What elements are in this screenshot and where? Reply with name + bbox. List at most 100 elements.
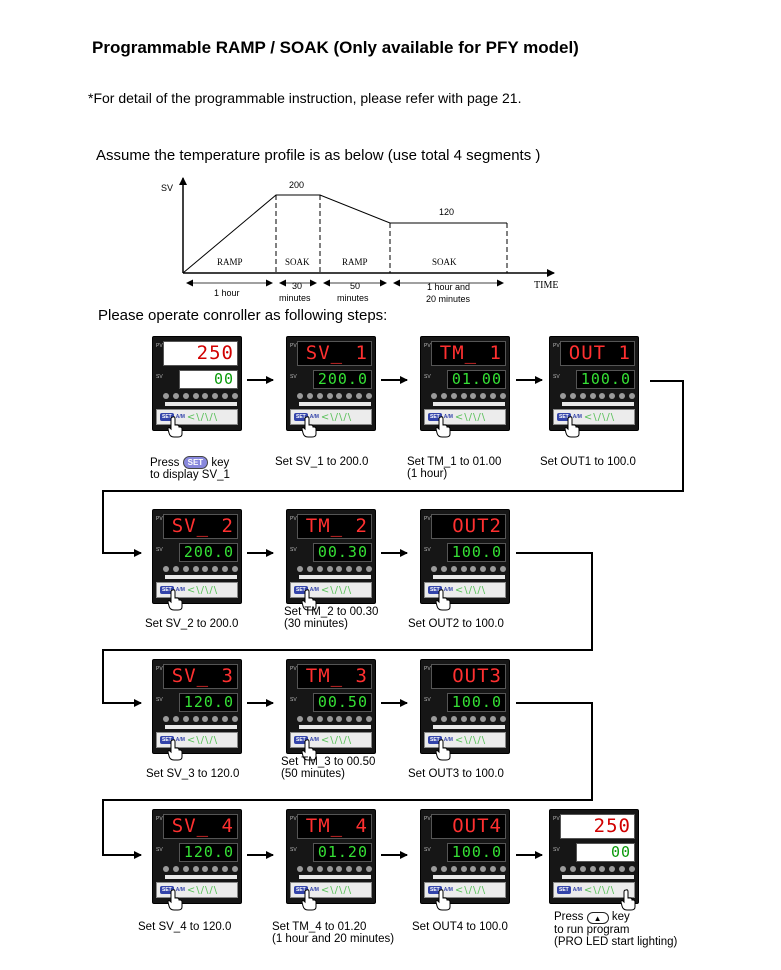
am-key[interactable]: A/M — [443, 887, 453, 893]
step-caption: Set SV_1 to 200.0 — [275, 456, 368, 468]
set-key[interactable]: SET — [428, 736, 442, 744]
led-indicator — [365, 393, 372, 399]
arrow-keys[interactable]: <\/\/\ — [320, 584, 353, 596]
set-key[interactable]: SET — [428, 413, 442, 421]
arrow-keys[interactable]: <\/\/\ — [583, 884, 616, 896]
arrow-keys[interactable]: <\/\/\ — [320, 734, 353, 746]
am-key[interactable]: A/M — [309, 737, 319, 743]
label-strip — [299, 725, 371, 729]
set-key[interactable]: SET — [160, 413, 174, 421]
arrow-keys[interactable]: <\/\/\ — [454, 734, 487, 746]
led-indicator — [163, 393, 169, 399]
label-strip — [433, 875, 505, 879]
am-key[interactable]: A/M — [175, 587, 185, 593]
set-key[interactable]: SET — [557, 413, 571, 421]
label-strip — [165, 402, 237, 406]
am-key[interactable]: A/M — [572, 414, 582, 420]
set-key[interactable]: SET — [428, 886, 442, 894]
caption-line: Set OUT3 to 100.0 — [408, 768, 504, 780]
set-key[interactable]: SET — [160, 586, 174, 594]
sv-display: 00.50 — [313, 693, 372, 712]
led-indicator — [192, 866, 199, 872]
arrow-keys[interactable]: <\/\/\ — [186, 884, 219, 896]
am-key[interactable]: A/M — [572, 887, 582, 893]
arrow-keys[interactable]: <\/\/\ — [186, 734, 219, 746]
steps-heading: Please operate conroller as following st… — [98, 307, 388, 324]
set-key[interactable]: SET — [294, 413, 308, 421]
set-key[interactable]: SET — [557, 886, 571, 894]
sv-display: 01.20 — [313, 843, 372, 862]
set-key[interactable]: SET — [428, 586, 442, 594]
am-key[interactable]: A/M — [309, 887, 319, 893]
caption-line: to display SV_1 — [150, 469, 230, 481]
am-key[interactable]: A/M — [443, 737, 453, 743]
sv-tag: SV — [424, 697, 431, 703]
led-indicator — [628, 866, 635, 872]
pointing-hand-icon — [301, 889, 317, 911]
caption-line: Set SV_4 to 120.0 — [138, 921, 232, 933]
arrow-keys[interactable]: <\/\/\ — [186, 584, 219, 596]
set-key[interactable]: SET — [294, 886, 308, 894]
flow-connector — [102, 552, 593, 707]
am-key[interactable]: A/M — [309, 414, 319, 420]
profile-heading: Assume the temperature profile is as bel… — [96, 147, 541, 164]
caption-line: (1 hour) — [407, 468, 448, 480]
indicator-leds — [297, 716, 372, 722]
arrow-keys[interactable]: <\/\/\ — [454, 411, 487, 423]
set-key[interactable]: SET — [160, 736, 174, 744]
am-key[interactable]: A/M — [175, 737, 185, 743]
indicator-leds — [163, 566, 238, 572]
led-indicator — [579, 866, 586, 872]
am-key[interactable]: A/M — [175, 414, 185, 420]
label-strip — [433, 575, 505, 579]
led-indicator — [336, 716, 343, 722]
arrow-keys[interactable]: <\/\/\ — [320, 411, 353, 423]
am-key[interactable]: A/M — [443, 587, 453, 593]
led-indicator — [192, 393, 199, 399]
arrow-keys[interactable]: <\/\/\ — [454, 884, 487, 896]
led-indicator — [609, 866, 616, 872]
led-indicator — [222, 393, 229, 399]
arrow-keys[interactable]: <\/\/\ — [454, 584, 487, 596]
led-indicator — [480, 866, 487, 872]
led-indicator — [163, 866, 169, 872]
led-indicator — [470, 393, 477, 399]
am-key[interactable]: A/M — [443, 414, 453, 420]
pv-tag: PV — [156, 666, 163, 672]
arrow-keys[interactable]: <\/\/\ — [186, 411, 219, 423]
led-indicator — [202, 866, 209, 872]
am-key[interactable]: A/M — [175, 887, 185, 893]
set-key[interactable]: SET — [294, 736, 308, 744]
sv-tag: SV — [424, 547, 431, 553]
led-indicator — [619, 393, 626, 399]
led-indicator — [450, 566, 457, 572]
led-indicator — [163, 566, 169, 572]
pointing-hand-icon — [435, 889, 451, 911]
arrow-keys[interactable]: <\/\/\ — [583, 411, 616, 423]
sv-tag: SV — [156, 697, 163, 703]
am-key[interactable]: A/M — [309, 587, 319, 593]
set-key[interactable]: SET — [160, 886, 174, 894]
label-strip — [299, 875, 371, 879]
led-indicator — [231, 716, 238, 722]
led-indicator — [579, 393, 586, 399]
pv-tag: PV — [424, 516, 431, 522]
led-indicator — [356, 393, 363, 399]
pointing-hand-icon — [564, 416, 580, 438]
arrow-keys[interactable]: <\/\/\ — [320, 884, 353, 896]
led-indicator — [560, 393, 566, 399]
led-indicator — [212, 716, 219, 722]
set-key[interactable]: SET — [294, 586, 308, 594]
pv-display: 250 — [163, 341, 238, 366]
led-indicator — [490, 866, 497, 872]
led-indicator — [222, 866, 229, 872]
